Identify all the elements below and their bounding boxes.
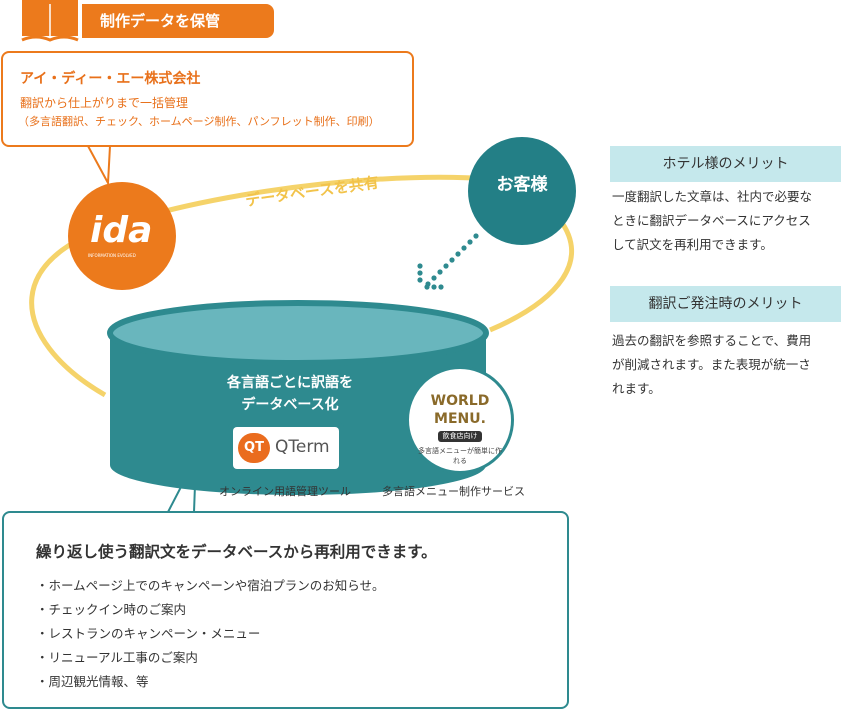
merit-line: ときに翻訳データベースにアクセス	[612, 213, 811, 228]
company-name: アイ・ディー・エー株式会社	[20, 71, 201, 87]
world-menu-sub: 多言語メニューが簡単に作れる	[418, 447, 502, 465]
world-menu-line1: WORLD	[430, 393, 490, 409]
company-services: （多言語翻訳、チェック、ホームページ制作、パンフレット制作、印刷）	[18, 115, 380, 128]
reuse-item: ・レストランのキャンペーン・メニュー	[36, 626, 261, 641]
merit-line: 過去の翻訳を参照することで、費用	[612, 333, 812, 348]
merit-line: が削減されます。また表現が統一さ	[612, 357, 811, 372]
company-info-box	[1, 51, 414, 147]
ida-logo-text: ida	[90, 210, 153, 251]
customer-circle	[468, 137, 576, 245]
cycle-arc-right	[489, 218, 574, 333]
merit-body-order: 過去の翻訳を参照することで、費用 が削減されます。また表現が統一さ れます。	[612, 329, 840, 401]
qterm-badge: QT	[238, 433, 270, 463]
world-menu-caption: 多言語メニュー制作サービス	[382, 485, 525, 498]
reuse-item: ・リニューアル工事のご案内	[36, 650, 198, 665]
database-top	[107, 300, 489, 366]
reuse-title: 繰り返し使う翻訳文をデータベースから再利用できます。	[36, 543, 437, 561]
merit-line: 一度翻訳した文章は、社内で必要な	[612, 189, 813, 204]
database-line2: データベース化	[241, 397, 339, 413]
reuse-item: ・ホームページ上でのキャンペーンや宿泊プランのお知らせ。	[36, 578, 385, 593]
company-description: 翻訳から仕上がりまで一括管理	[20, 96, 189, 110]
database-body	[110, 333, 486, 495]
ida-logo-circle	[68, 182, 176, 290]
merit-line: れます。	[612, 381, 661, 396]
header-tag: 制作データを保管	[82, 4, 274, 38]
world-menu-line2: MENU.	[434, 411, 486, 427]
merit-body-hotel: 一度翻訳した文章は、社内で必要な ときに翻訳データベースにアクセス して訳文を再…	[612, 185, 840, 257]
reuse-item: ・周辺観光情報、等	[36, 674, 149, 689]
database-line1: 各言語ごとに訳語を	[227, 375, 353, 391]
merit-title-hotel: ホテル様のメリット	[610, 146, 841, 182]
merit-line: して訳文を再利用できます。	[612, 237, 773, 252]
customer-label: お客様	[496, 175, 548, 195]
qterm-caption: オンライン用語管理ツール	[219, 485, 351, 498]
open-book-icon	[21, 0, 79, 42]
dotted-arrow-icon	[417, 233, 479, 290]
merit-title-order: 翻訳ご発注時のメリット	[610, 286, 841, 322]
qterm-name: QTerm	[275, 437, 330, 457]
world-menu-tag: 飲食店向け	[438, 431, 482, 442]
company-box-tail	[86, 145, 112, 187]
reuse-info-box	[2, 511, 569, 709]
ida-logo-subtext: INFORMATION EVOLVED	[88, 253, 136, 258]
reuse-item: ・チェックイン時のご案内	[36, 602, 187, 617]
world-menu-logo	[406, 366, 514, 474]
